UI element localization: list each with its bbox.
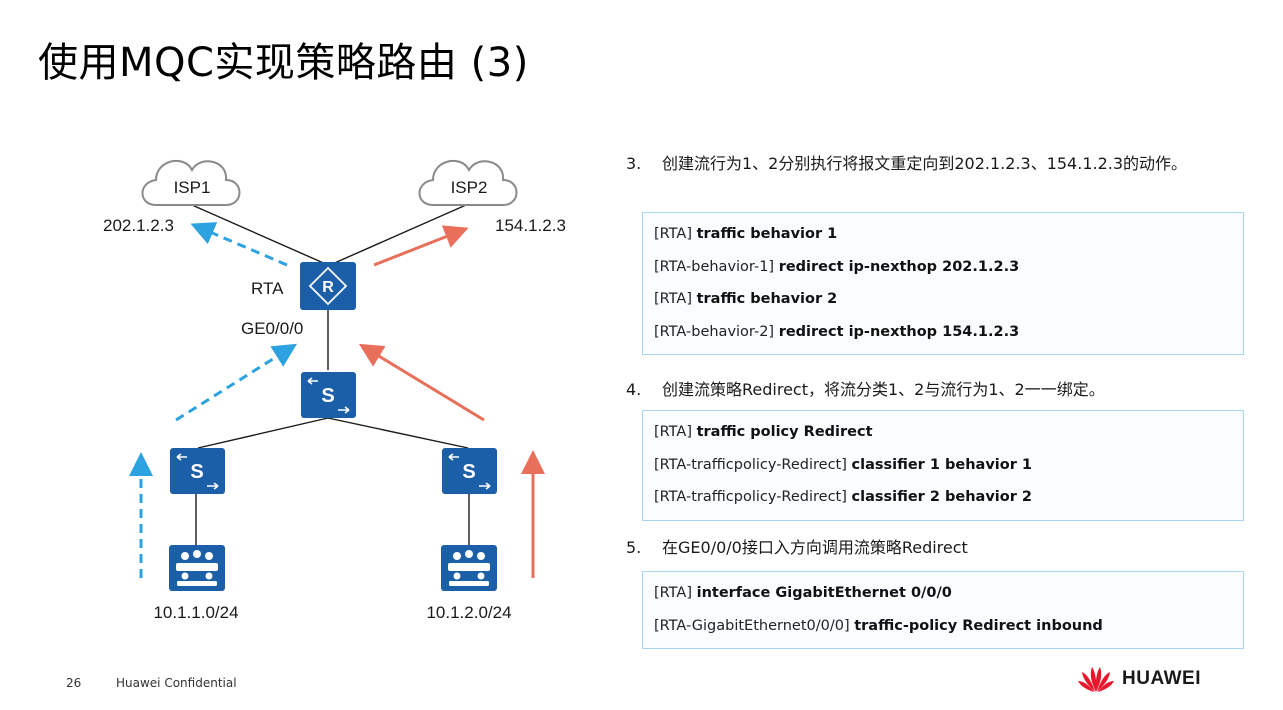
command-line: [RTA-GigabitEthernet0/0/0] traffic-polic… [654, 617, 1103, 634]
slide-title: 使用MQC实现策略路由 (3) [38, 40, 529, 86]
step-5-text: 在GE0/0/0接口入方向调用流策略Redirect [662, 538, 968, 557]
command-line: [RTA-trafficpolicy-Redirect] classifier … [654, 489, 1032, 505]
users-right-icon [441, 545, 497, 591]
flow-1-arrows [129, 222, 298, 578]
confidentiality-label: Huawei Confidential [116, 676, 237, 690]
switch-right-icon: S [442, 448, 497, 494]
flow-2-arrows [358, 225, 545, 578]
command-line: [RTA] traffic policy Redirect [654, 424, 873, 440]
command-line: [RTA-behavior-2] redirect ip-nexthop 154… [654, 323, 1020, 340]
svg-text:S: S [462, 461, 475, 483]
page-number: 26 [66, 676, 82, 690]
svg-text:S: S [321, 385, 334, 407]
command-line: [RTA] traffic behavior 1 [654, 226, 838, 242]
command-line: [RTA-behavior-1] redirect ip-nexthop 202… [654, 258, 1020, 275]
brand-name: HUAWEI [1122, 668, 1201, 689]
router-label: RTA [251, 279, 284, 298]
isp1-nexthop-label: 202.1.2.3 [103, 216, 174, 235]
svg-text:S: S [190, 461, 203, 483]
switch-left-icon: S [170, 448, 225, 494]
network-topology: ISP1 ISP2 202.1.2.3 154.1.2.3 R RTA GE0/… [103, 160, 566, 622]
huawei-petal-icon [1078, 667, 1114, 692]
command-line: [RTA] interface GigabitEthernet 0/0/0 [654, 585, 952, 601]
step-3-command-box: [RTA] traffic behavior 1 [RTA-behavior-1… [642, 212, 1244, 355]
network-2-label: 10.1.2.0/24 [426, 603, 511, 622]
isp1-label: ISP1 [174, 178, 211, 197]
isp2-label: ISP2 [451, 178, 488, 197]
step-4-command-box: [RTA] traffic policy Redirect [RTA-traff… [642, 410, 1244, 521]
step-5-number: 5. [626, 538, 642, 557]
isp2-nexthop-label: 154.1.2.3 [495, 216, 566, 235]
step-4-number: 4. [626, 380, 642, 399]
interface-label: GE0/0/0 [241, 319, 303, 338]
command-line: [RTA] traffic behavior 2 [654, 291, 838, 307]
step-3-number: 3. [626, 154, 642, 173]
step-5-command-box: [RTA] interface GigabitEthernet 0/0/0 [R… [642, 571, 1244, 649]
cloud-isp2-icon [418, 160, 518, 206]
network-1-label: 10.1.1.0/24 [153, 603, 238, 622]
links [191, 204, 470, 545]
svg-text:R: R [322, 279, 334, 296]
router-icon: R [300, 262, 356, 310]
users-left-icon [169, 545, 225, 591]
step-4-text: 创建流策略Redirect，将流分类1、2与流行为1、2一一绑定。 [662, 380, 1105, 399]
cloud-isp1-icon [141, 160, 241, 206]
huawei-logo: HUAWEI [1076, 664, 1201, 694]
step-3-text: 创建流行为1、2分别执行将报文重定向到202.1.2.3、154.1.2.3的动… [662, 154, 1188, 173]
switch-core-icon: S [301, 372, 356, 418]
command-line: [RTA-trafficpolicy-Redirect] classifier … [654, 456, 1032, 473]
